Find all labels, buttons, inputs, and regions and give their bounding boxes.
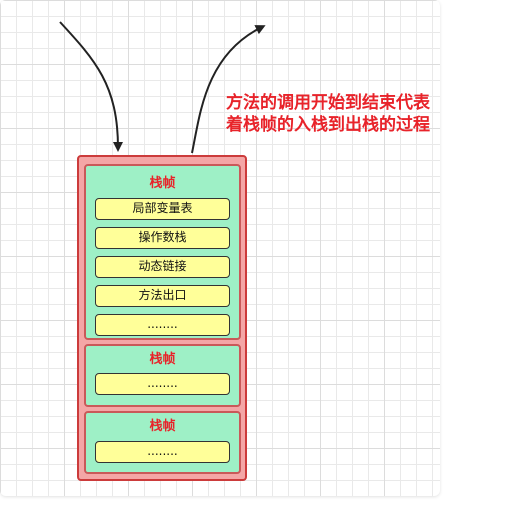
pop-arrow (191, 25, 266, 154)
slot-local-variables: 局部变量表 (95, 198, 230, 220)
java-stack: 栈帧 局部变量表 操作数栈 动态链接 方法出口 ........ 栈帧 ....… (77, 155, 247, 481)
caption: 方法的调用开始到结束代表 着栈帧的入栈到出栈的过程 (226, 92, 430, 136)
slot-return-address: 方法出口 (95, 285, 230, 307)
caption-line-2: 着栈帧的入栈到出栈的过程 (226, 115, 430, 135)
slot-operand-stack: 操作数栈 (95, 227, 230, 249)
push-arrow (59, 21, 123, 152)
stack-frame-middle: 栈帧 ........ (84, 344, 241, 407)
slot-ellipsis: ........ (95, 441, 230, 463)
stack-frame-top: 栈帧 局部变量表 操作数栈 动态链接 方法出口 ........ (84, 164, 241, 340)
slot-ellipsis: ........ (95, 373, 230, 395)
slot-dynamic-linking: 动态链接 (95, 256, 230, 278)
caption-line-1: 方法的调用开始到结束代表 (226, 93, 430, 113)
slot-ellipsis: ........ (95, 314, 230, 336)
stack-frame-title: 栈帧 (149, 352, 176, 367)
stack-frame-title: 栈帧 (149, 176, 176, 191)
stack-frame-bottom: 栈帧 ........ (84, 411, 241, 474)
stack-frame-title: 栈帧 (149, 419, 176, 434)
